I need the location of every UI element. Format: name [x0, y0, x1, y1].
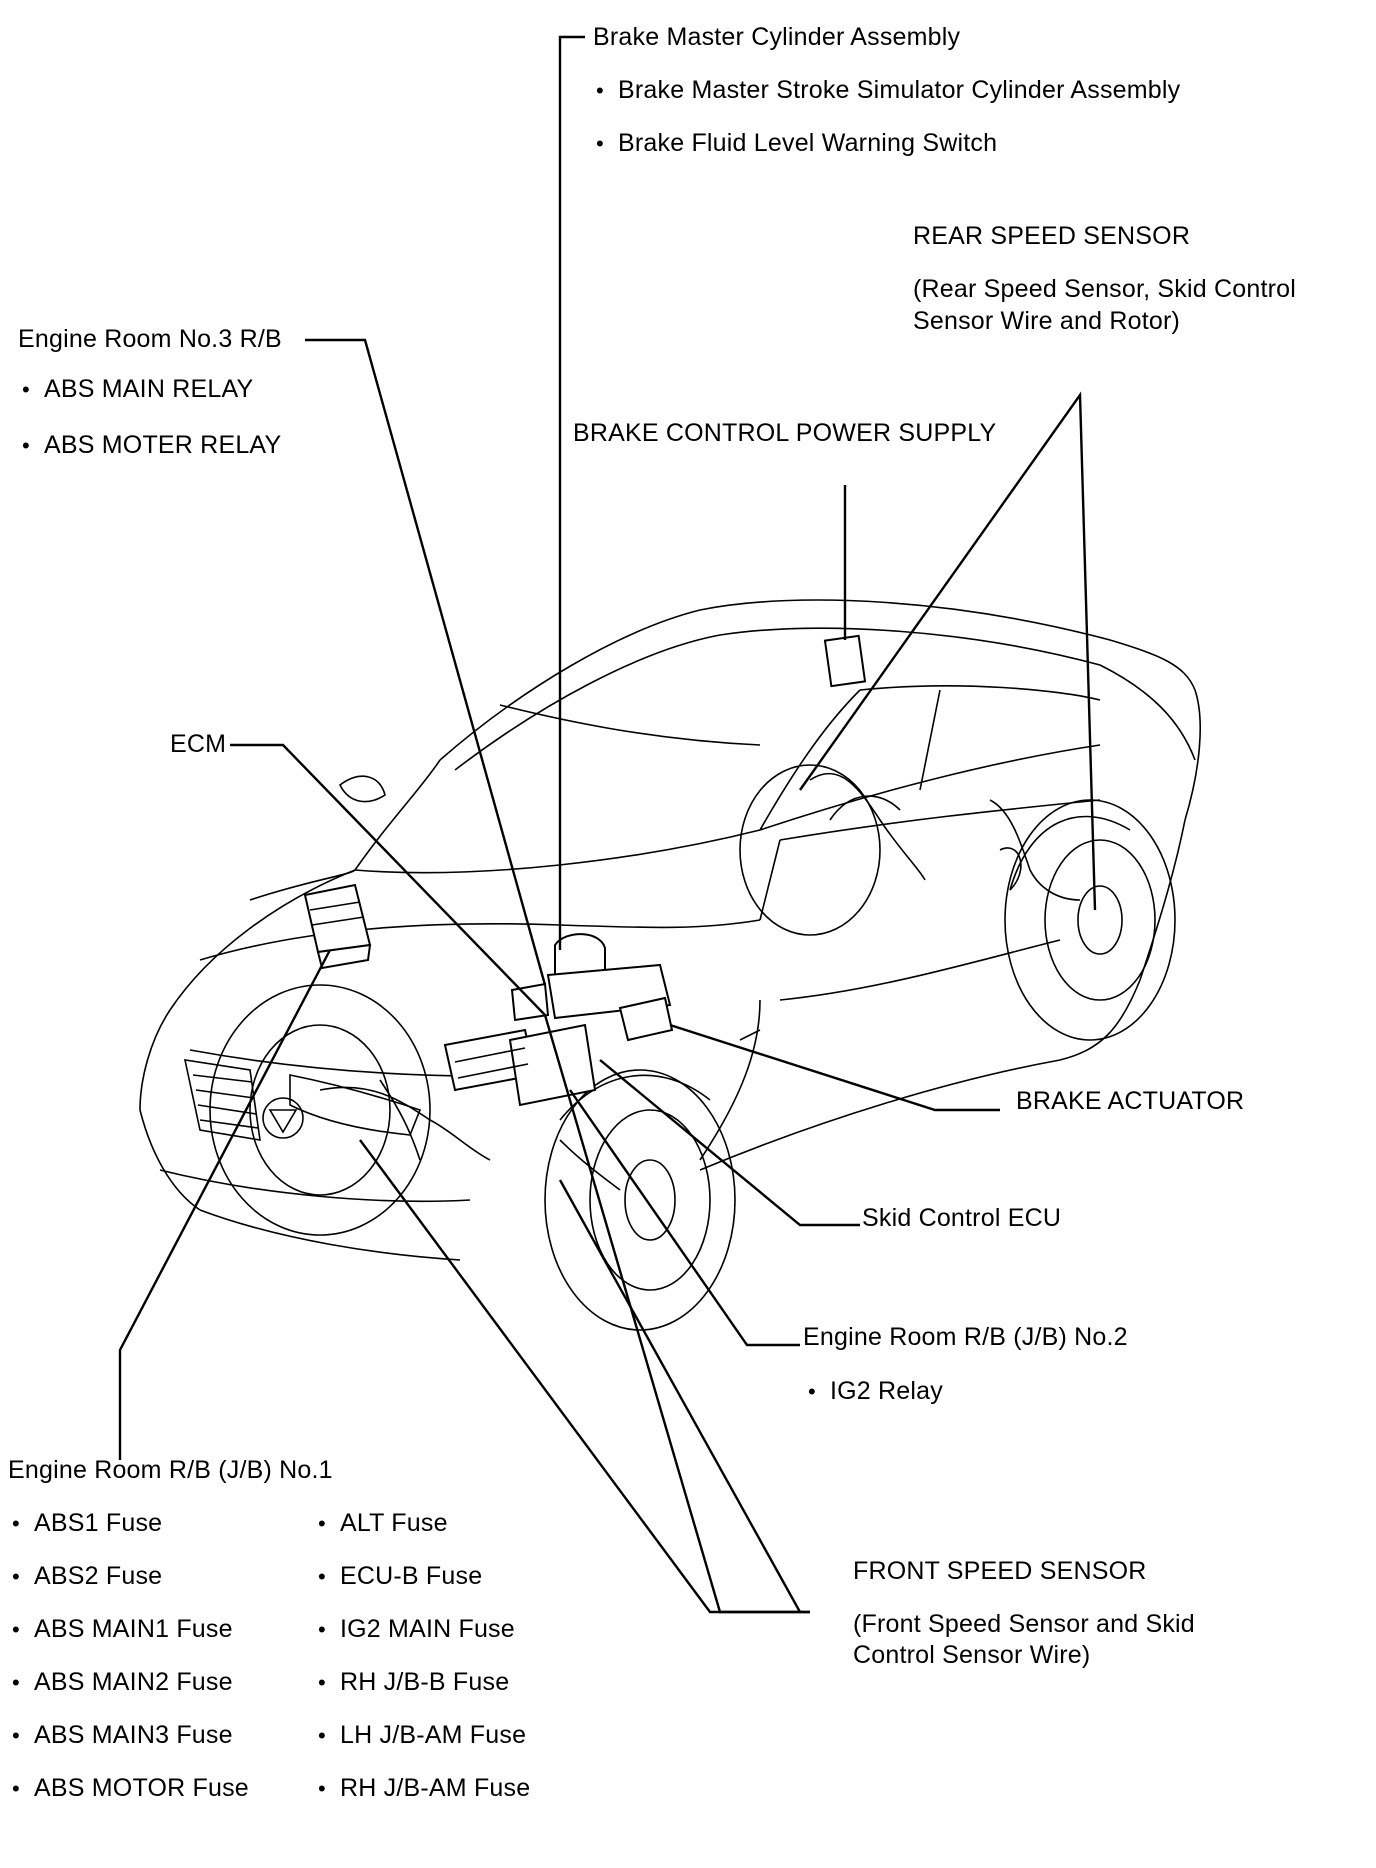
er1-fuse-item: •IG2 MAIN Fuse: [318, 1615, 515, 1643]
er2-item-1: •IG2 Relay: [808, 1377, 943, 1405]
er3-item-2: •ABS MOTER RELAY: [22, 431, 282, 459]
er1-fuse-item: •ALT Fuse: [318, 1509, 448, 1537]
er1-fuse-item: •ABS2 Fuse: [12, 1562, 163, 1590]
er1-fuse-item: •ABS MAIN2 Fuse: [12, 1668, 233, 1696]
front-speed-sensor-line-1: (Front Speed Sensor and Skid: [853, 1610, 1195, 1638]
ecm-title: ECM: [170, 730, 227, 758]
er3-item-1: •ABS MAIN RELAY: [22, 375, 254, 403]
brake-actuator-title: BRAKE ACTUATOR: [1016, 1087, 1245, 1115]
er1-fuse-item: •LH J/B-AM Fuse: [318, 1721, 527, 1749]
er1-fuse-item: •ABS MAIN1 Fuse: [12, 1615, 233, 1643]
rear-speed-sensor-line-1: (Rear Speed Sensor, Skid Control: [913, 275, 1296, 303]
brake-actuator: [618, 996, 674, 1042]
skid-control-ecu-title: Skid Control ECU: [862, 1204, 1062, 1232]
er1-title: Engine Room R/B (J/B) No.1: [8, 1456, 333, 1484]
wiring: [319, 772, 1081, 1191]
er1-fuse-item: •ABS MAIN3 Fuse: [12, 1721, 233, 1749]
rear-speed-sensor-title: REAR SPEED SENSOR: [913, 222, 1191, 250]
er3-title: Engine Room No.3 R/B: [18, 325, 282, 353]
er1-fuse-item: •ECU-B Fuse: [318, 1562, 483, 1590]
leader-lines: [118, 35, 1097, 1614]
front-speed-sensor-line-2: Control Sensor Wire): [853, 1641, 1091, 1669]
master-cylinder-item-1: •Brake Master Stroke Simulator Cylinder …: [596, 76, 1181, 104]
er1-fuse-item: •ABS1 Fuse: [12, 1509, 163, 1537]
master-cylinder-title: Brake Master Cylinder Assembly: [593, 23, 961, 51]
components: [303, 634, 1081, 1191]
er1-fuse-item: •ABS MOTOR Fuse: [12, 1774, 249, 1802]
er1-box: [303, 883, 372, 970]
er3-box: [510, 982, 550, 1022]
front-speed-sensor-title: FRONT SPEED SENSOR: [853, 1557, 1147, 1585]
er1-fuse-item: •RH J/B-AM Fuse: [318, 1774, 531, 1802]
car-body: [139, 599, 1201, 1331]
rear-speed-sensor-line-2: Sensor Wire and Rotor): [913, 307, 1180, 335]
ecm-block: [443, 1023, 597, 1107]
er1-fuse-item: •RH J/B-B Fuse: [318, 1668, 510, 1696]
er2-title: Engine Room R/B (J/B) No.2: [803, 1323, 1128, 1351]
master-cylinder-item-2: •Brake Fluid Level Warning Switch: [596, 129, 998, 157]
power-supply-title: BRAKE CONTROL POWER SUPPLY: [573, 419, 997, 447]
power-supply-box: [823, 634, 867, 688]
